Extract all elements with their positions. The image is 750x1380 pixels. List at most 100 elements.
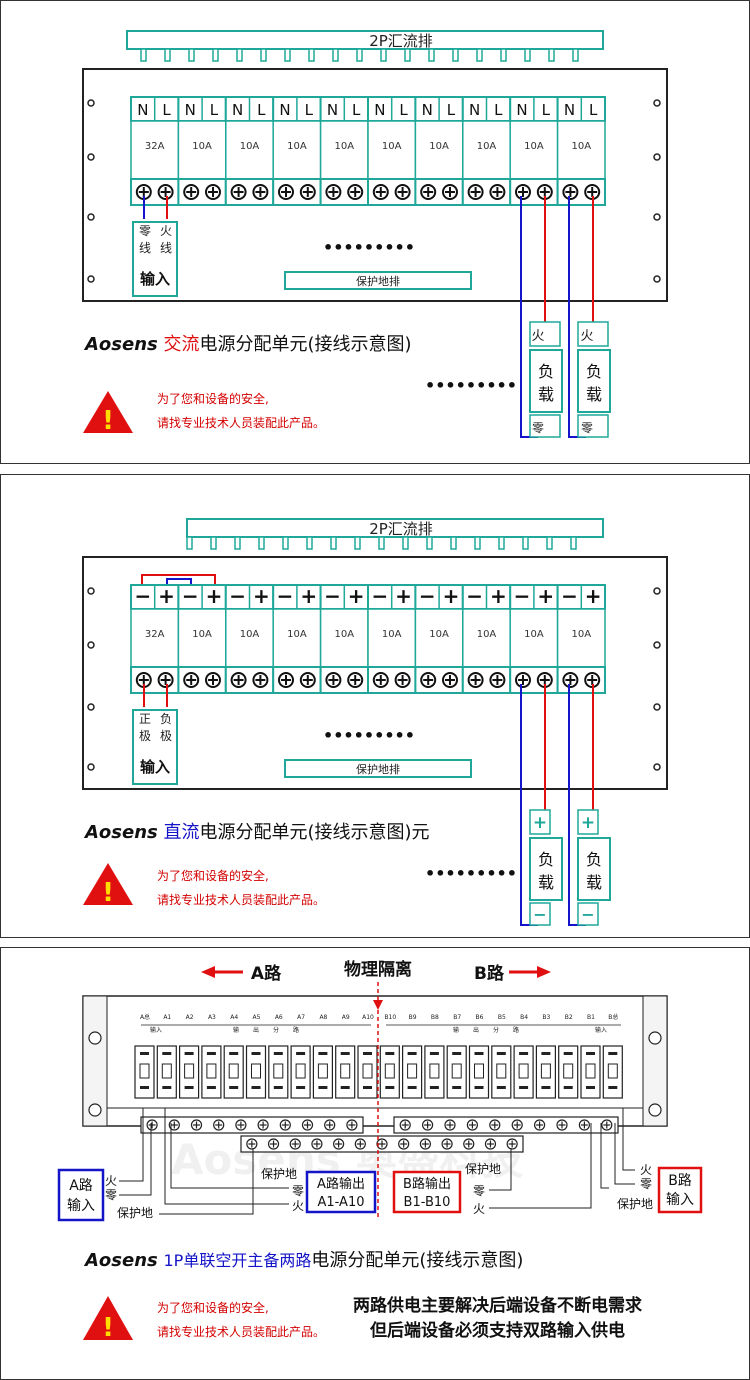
breaker-rating: 10A xyxy=(429,141,449,152)
caption-rest: 电源分配单元(接线示意图)元 xyxy=(199,822,430,843)
load-box xyxy=(577,349,611,413)
input-box xyxy=(132,221,178,297)
breaker-body xyxy=(272,120,322,180)
breaker-toggle xyxy=(340,1063,351,1079)
sub-label: 分 xyxy=(273,1026,279,1034)
terminal-label: N xyxy=(564,101,575,119)
breaker-toggle xyxy=(362,1063,373,1079)
sub-label: 出 xyxy=(253,1026,259,1034)
terminal-label: L xyxy=(589,101,598,119)
terminal-label: L xyxy=(210,101,219,119)
terminal-label: L xyxy=(352,101,361,119)
wire-label-live-1: 火 xyxy=(160,224,172,238)
breaker-toggle xyxy=(585,1063,596,1079)
breaker-row xyxy=(134,1045,623,1099)
caption: Aosens 直流电源分配单元(接线示意图)元 xyxy=(85,818,430,844)
breaker-rating: 10A xyxy=(382,141,402,152)
breaker-body xyxy=(225,120,274,180)
terminal-label: L xyxy=(305,101,314,119)
terminal-label: L xyxy=(257,101,266,119)
wire-label-neutral-2: 线 xyxy=(139,241,151,255)
breaker-top-label: A4 xyxy=(230,1014,238,1021)
terminal-label: L xyxy=(542,101,551,119)
breaker-rating: 10A xyxy=(240,629,260,640)
note-line-2: 但后端设备必须支持双路输入供电 xyxy=(370,1321,625,1341)
terminal-label: N xyxy=(516,101,527,119)
warning-icon: ! xyxy=(83,391,133,436)
warning-line-1: 为了您和设备的安全, xyxy=(157,1301,269,1315)
svg-text:负: 负 xyxy=(538,362,554,381)
warning-line-2: 请找专业技术人员装配此产品。 xyxy=(157,1325,326,1339)
breaker-body xyxy=(556,120,606,180)
svg-text:B1-B10: B1-B10 xyxy=(404,1195,451,1210)
breaker-body xyxy=(272,608,322,668)
sub-label: 输入 xyxy=(150,1026,162,1034)
breaker-toggle xyxy=(317,1063,328,1079)
mid-a-live: 火 xyxy=(292,1199,304,1213)
mid-b-neutral: 零 xyxy=(473,1184,485,1198)
busbar-tooth xyxy=(402,536,409,550)
load-live-label: 火 xyxy=(531,329,544,344)
breaker-body xyxy=(319,608,369,668)
caption-type: 交流 xyxy=(163,334,200,355)
busbar-tooth xyxy=(426,536,433,550)
busbar-tooth xyxy=(354,536,361,550)
busbar-tooth xyxy=(572,48,579,62)
terminal-label: + xyxy=(443,584,460,608)
breaker-top-label: A1 xyxy=(163,1014,171,1021)
svg-text:负: 负 xyxy=(160,712,172,726)
busbar-tooth xyxy=(474,536,481,550)
note-line-1: 两路供电主要解决后端设备不断电需求 xyxy=(353,1296,642,1316)
terminal-label: − xyxy=(419,584,436,608)
svg-text:B路: B路 xyxy=(668,1173,692,1189)
breaker-toggle xyxy=(496,1063,507,1079)
bottom-terminal-block xyxy=(224,666,275,694)
svg-text:负: 负 xyxy=(586,850,602,869)
terminal-label: N xyxy=(232,101,243,119)
breaker-toggle xyxy=(206,1063,217,1079)
terminal-label: N xyxy=(279,101,290,119)
input-label: 输入 xyxy=(140,758,170,776)
caption: Aosens 1P单联空开主备两路电源分配单元(接线示意图) xyxy=(85,1246,523,1272)
svg-text:A路输出: A路输出 xyxy=(317,1176,365,1192)
center-ground-label: 保护地 xyxy=(261,1167,297,1181)
busbar-tooth xyxy=(330,536,337,550)
breaker-top-label: B2 xyxy=(565,1014,573,1021)
svg-text:载: 载 xyxy=(586,873,602,892)
breaker-toggle xyxy=(161,1063,172,1079)
dc-panel: Aosens 奥盛科技 2P汇流排 −+32A−+10A−+10A−+10A−+… xyxy=(0,474,750,938)
terminal-label: L xyxy=(399,101,408,119)
terminal-label: + xyxy=(395,584,412,608)
terminal-label: + xyxy=(348,584,365,608)
terminal-label: − xyxy=(182,584,199,608)
terminal-label: − xyxy=(561,584,578,608)
caption: Aosens 交流电源分配单元(接线示意图) xyxy=(85,330,412,356)
breaker-rating: 10A xyxy=(477,141,497,152)
load-neg-label: − xyxy=(533,905,546,924)
breaker-rating: 10A xyxy=(240,141,260,152)
caption-type: 直流 xyxy=(163,822,200,843)
b-ground-label: 保护地 xyxy=(617,1197,653,1211)
warning-line-1: 为了您和设备的安全, xyxy=(157,392,269,406)
terminal-label: N xyxy=(469,101,480,119)
breaker-body xyxy=(130,120,180,180)
busbar-tooth xyxy=(500,48,507,62)
busbar-tooth xyxy=(356,48,363,62)
busbar-tooth xyxy=(258,536,265,550)
busbar-tooth xyxy=(260,48,267,62)
busbar-tooth xyxy=(186,536,193,550)
caption-brand: Aosens xyxy=(85,334,158,355)
terminal-label: N xyxy=(422,101,433,119)
ellipsis: ••••••••• xyxy=(425,376,517,395)
breaker-top-label: B1 xyxy=(587,1014,595,1021)
mid-a-neutral: 零 xyxy=(292,1184,304,1198)
a-live-label: 火 xyxy=(105,1174,117,1188)
b-neutral-label: 零 xyxy=(640,1177,652,1191)
busbar-teeth xyxy=(140,48,579,62)
caption-brand: Aosens xyxy=(85,1250,158,1271)
busbar-tooth xyxy=(524,48,531,62)
caption-rest: 电源分配单元(接线示意图) xyxy=(311,1250,524,1271)
terminal-label: N xyxy=(137,101,148,119)
